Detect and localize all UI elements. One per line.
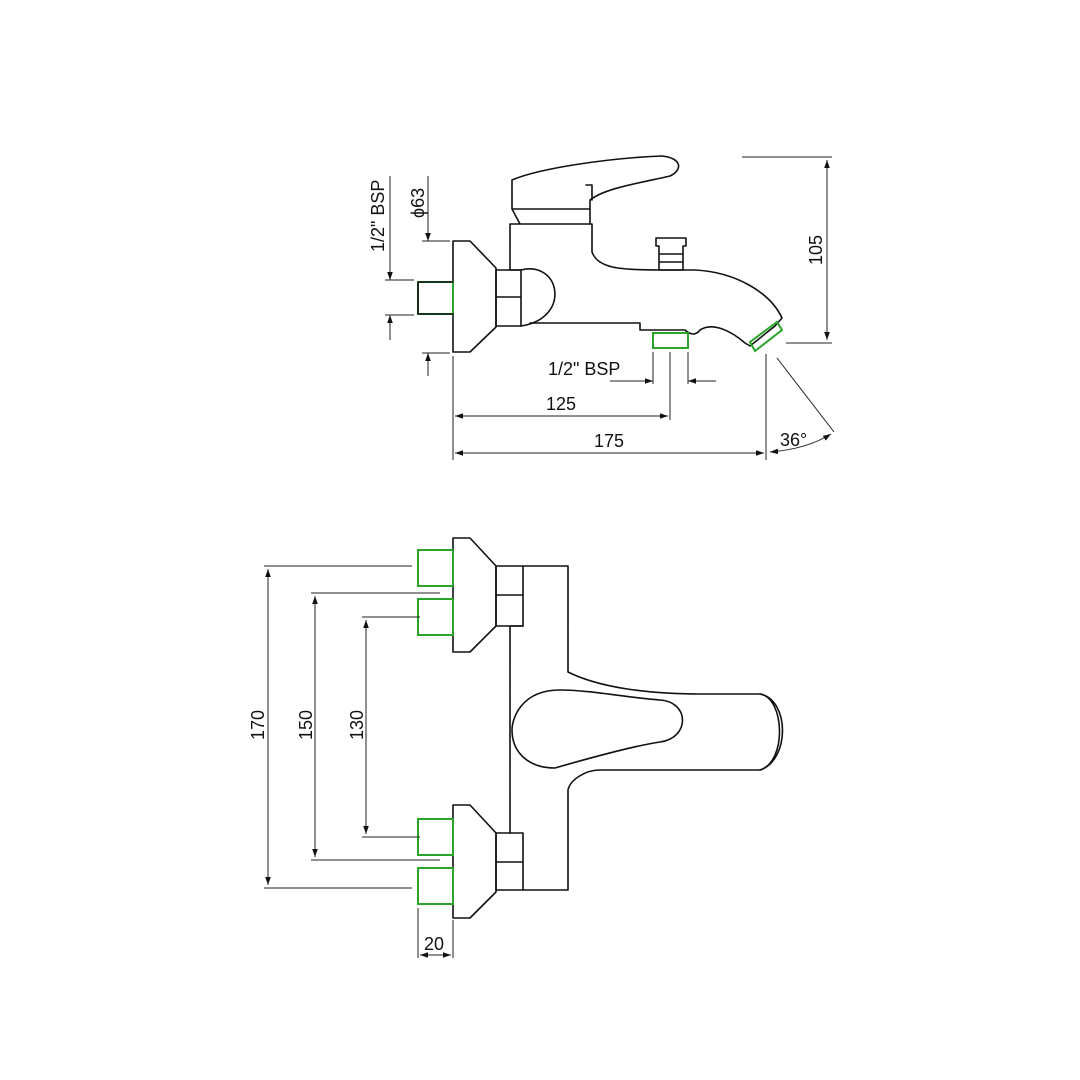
dim-escutcheon-diameter: ϕ63 [408, 188, 428, 218]
side-body [509, 223, 783, 347]
top-connector-lower-2 [417, 867, 454, 905]
dim-spout-angle: 36° [780, 430, 807, 450]
side-escutcheon [452, 240, 497, 353]
side-inlet-connector [417, 281, 454, 315]
top-escutcheon-upper [452, 537, 497, 653]
dim-outlet-offset: 125 [546, 394, 576, 414]
dim-centre-max: 170 [248, 710, 268, 740]
side-outlet-connector [652, 332, 689, 349]
top-connector-upper-1 [417, 549, 454, 587]
dim-total-length: 175 [594, 431, 624, 451]
top-cartridge [511, 689, 684, 769]
top-nut-upper [495, 565, 524, 627]
side-diverter-knob [655, 237, 687, 271]
side-nut [495, 269, 522, 327]
dim-centre-min: 130 [347, 710, 367, 740]
dim-connector-length: 20 [424, 934, 444, 954]
dim-height: 105 [806, 235, 826, 265]
dim-centre-nominal: 150 [296, 710, 316, 740]
dim-outlet-thread: 1/2" BSP [548, 359, 620, 379]
side-aerator [748, 320, 784, 353]
side-lever-handle [511, 155, 680, 225]
top-connector-lower-1 [417, 818, 454, 856]
top-connector-upper-2 [417, 598, 454, 636]
top-nut-lower [495, 832, 524, 891]
top-escutcheon-lower [452, 804, 497, 919]
side-body-ball [520, 268, 556, 327]
dim-inlet-thread: 1/2" BSP [368, 180, 388, 252]
top-view: 170 150 130 20 [248, 537, 784, 958]
side-view: 1/2" BSP ϕ63 1/2" BSP 125 175 105 36° [368, 155, 835, 460]
top-body [509, 565, 784, 891]
